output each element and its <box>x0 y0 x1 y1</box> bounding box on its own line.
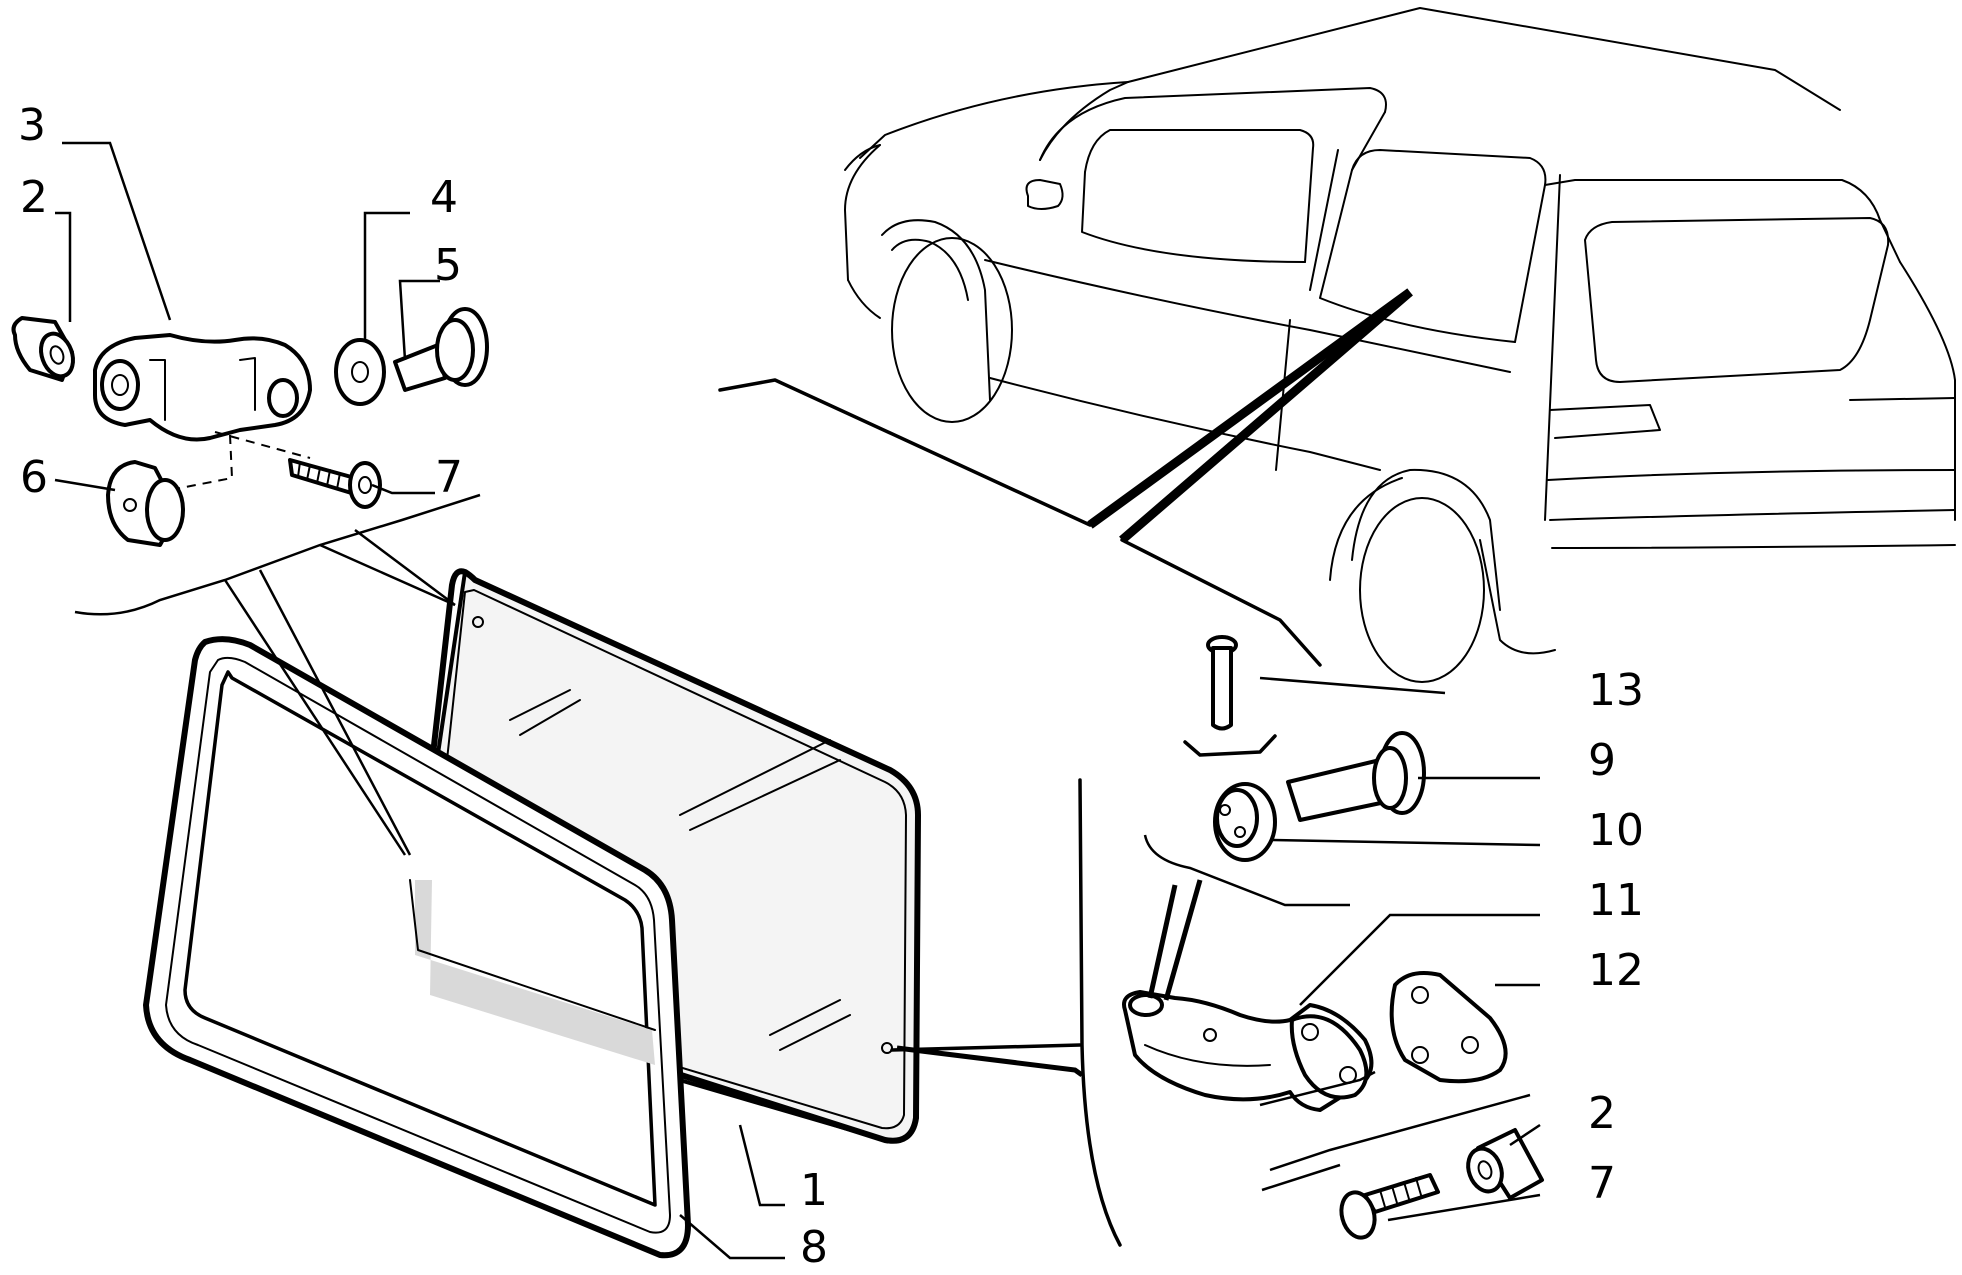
window-leader-line <box>718 378 1092 527</box>
part-7-screw-top <box>288 458 382 509</box>
guide-line-e <box>354 529 456 606</box>
part-10-cap <box>1213 782 1277 862</box>
callout-2-bottom: 2 <box>1588 1088 1616 1139</box>
explode-line-a <box>169 434 234 491</box>
callout-6: 6 <box>20 452 48 503</box>
part-13-pin <box>1206 635 1238 731</box>
hinge-guide-e <box>1269 1093 1531 1172</box>
callout-12: 12 <box>1588 945 1644 996</box>
guide-line-a <box>74 493 481 616</box>
part-9-bushing <box>1286 731 1426 822</box>
guide-line-b <box>258 569 412 856</box>
hinge-guide-b <box>1163 879 1203 1001</box>
hinge-guide-f <box>1261 1163 1341 1192</box>
part-6-cap <box>106 460 185 547</box>
glass-mount-leader <box>896 1045 1084 1078</box>
callout-4: 4 <box>430 172 458 223</box>
part-11-hinge <box>1122 990 1374 1112</box>
callout-8: 8 <box>800 1222 828 1270</box>
callout-9: 9 <box>1588 735 1616 786</box>
callout-13: 13 <box>1588 665 1644 716</box>
part-3-bracket <box>93 333 312 442</box>
callout-10: 10 <box>1588 805 1644 856</box>
callout-7-top: 7 <box>435 452 463 503</box>
hinge-guide-c <box>1147 884 1178 999</box>
vertical-leader <box>1078 778 1122 1247</box>
callout-11: 11 <box>1588 875 1644 926</box>
callout-3: 3 <box>18 100 46 151</box>
part-2-nut-top <box>11 316 75 382</box>
bracket-13 <box>1183 734 1277 757</box>
hinge-guide-d <box>1259 1070 1376 1107</box>
callout-1: 1 <box>800 1165 828 1216</box>
callout-2-top: 2 <box>20 172 48 223</box>
explode-line-b <box>214 431 311 459</box>
guide-line-d <box>319 543 456 607</box>
callout-5: 5 <box>434 240 462 291</box>
guide-line-c <box>223 579 407 856</box>
part-2-nut-bottom <box>1466 1128 1544 1200</box>
part-12-plate <box>1389 971 1508 1084</box>
callout-7-bottom: 7 <box>1588 1158 1616 1209</box>
car-outline <box>844 7 1956 683</box>
part-5-pin <box>393 307 489 392</box>
callout-leaders <box>54 141 1541 1260</box>
rubber-seal-frame <box>143 636 691 1259</box>
part-4-washer <box>334 338 386 406</box>
hinge-guide-a <box>1143 834 1350 907</box>
part-7-screw-bottom <box>1339 1173 1440 1240</box>
